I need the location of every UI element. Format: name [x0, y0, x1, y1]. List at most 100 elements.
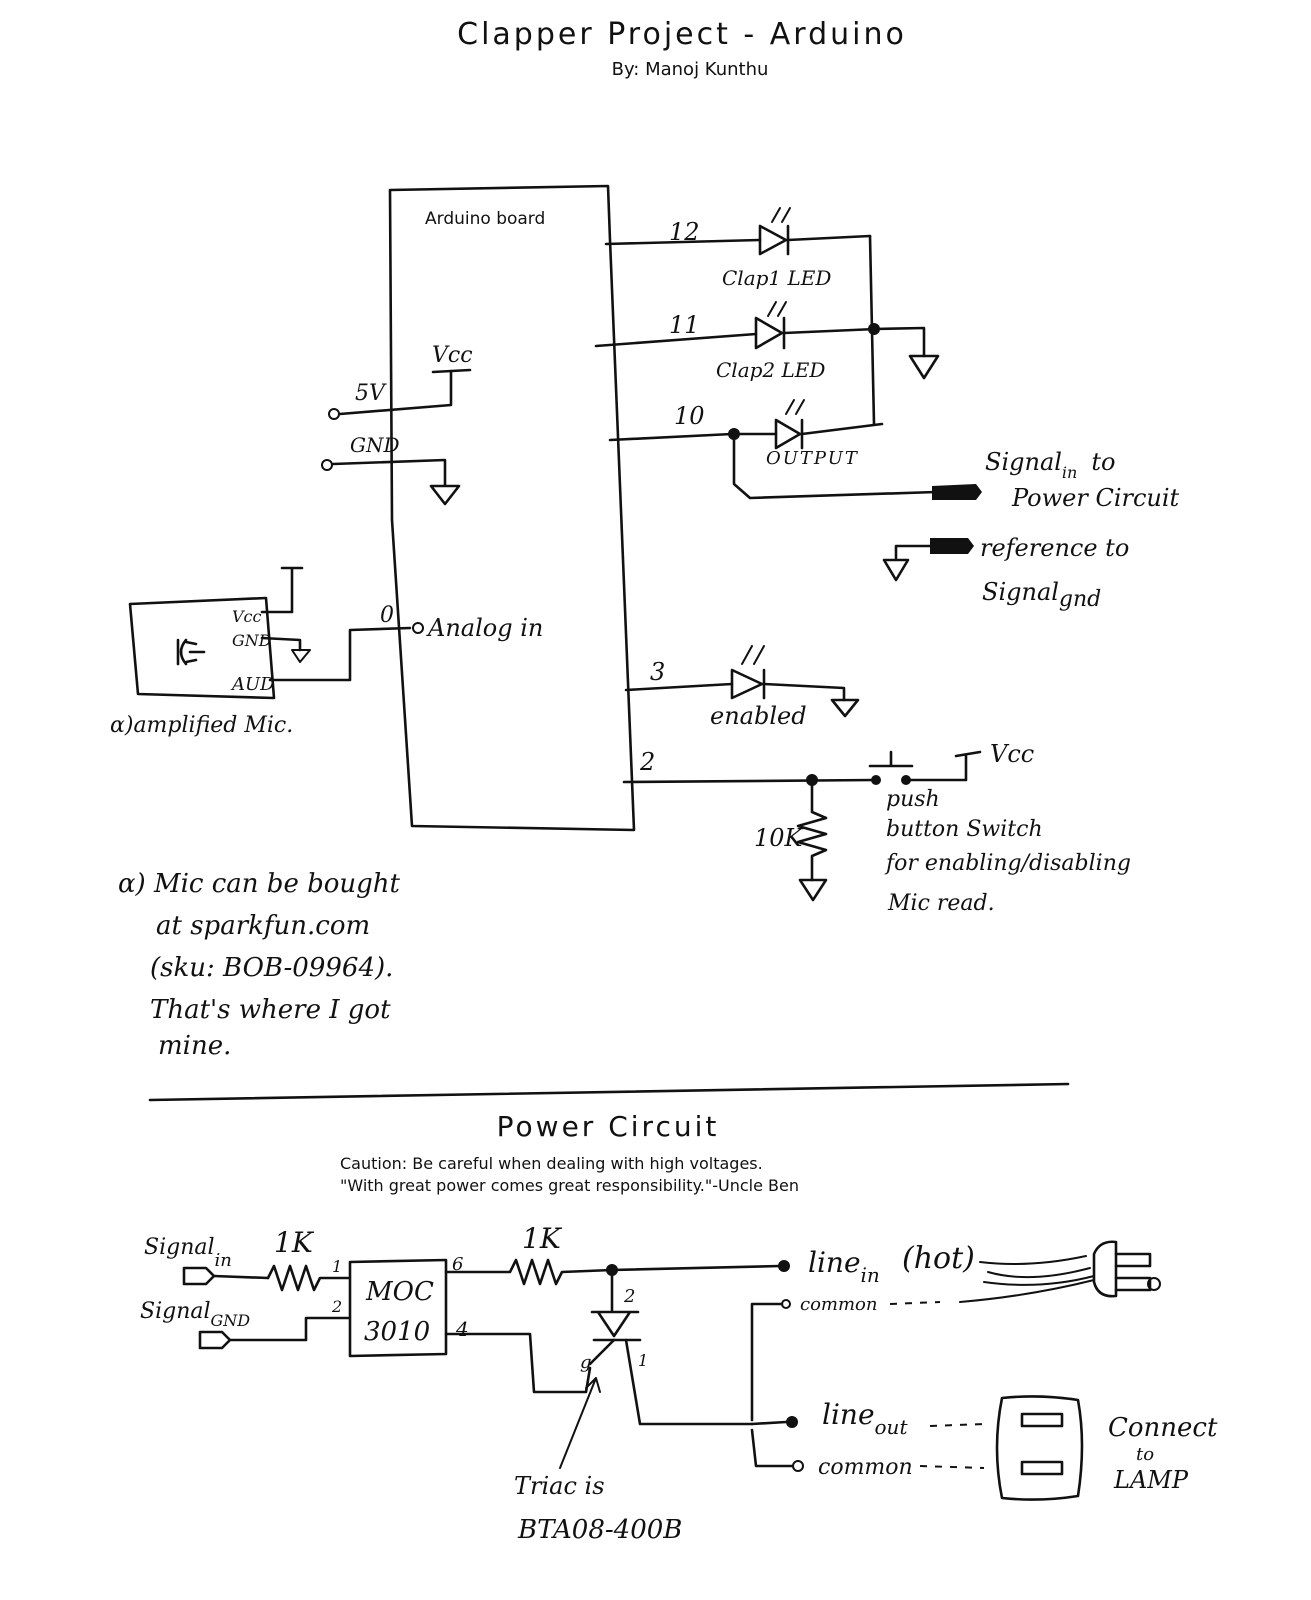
power-input-gnd: GND [321, 433, 461, 506]
triac-gate-label: g [580, 1352, 592, 1373]
hot-label: (hot) [902, 1241, 975, 1276]
note-line-2: at sparkfun.com [156, 911, 370, 941]
line-out-label: line [822, 1398, 875, 1431]
clap2-led-label: Clap2 LED [716, 358, 825, 382]
switch-desc-2: button Switch [886, 817, 1043, 842]
triac-pin1-label: 1 [638, 1351, 648, 1370]
amplified-mic-label: α)amplified Mic. [110, 713, 293, 738]
mic-aud-label: AUD [230, 674, 275, 695]
signal-gnd-label: Signal [982, 578, 1059, 606]
signal-gnd-jack [198, 1330, 232, 1350]
svg-text:lineout: lineout [822, 1398, 908, 1439]
author-line: By: Manoj Kunthu [612, 59, 769, 80]
moc-label-2: 3010 [364, 1317, 430, 1347]
mic-gnd-label: GND [232, 631, 272, 650]
section-divider [148, 1082, 1070, 1102]
common-1-label: common [800, 1294, 877, 1315]
svg-text:Signalin: Signalin [144, 1235, 232, 1271]
pin10-label: 10 [674, 402, 705, 430]
ground-symbol [291, 649, 311, 663]
led-output: 10 OUTPUT [608, 399, 884, 469]
power-circuit-title: Power Circuit [497, 1110, 720, 1143]
signal-reference: reference to Signalgnd [882, 534, 1129, 612]
ground-symbol [798, 878, 828, 902]
svg-text:Signalgnd: Signalgnd [982, 578, 1101, 612]
pin2-label: 2 [639, 748, 655, 776]
resistor-1k-gate: 1K [444, 1222, 618, 1286]
resistor-1k-input [266, 1264, 350, 1292]
5v-label: 5V [355, 381, 387, 406]
line-out: lineout [750, 1398, 985, 1439]
push-button-switch: 2 Vcc 10K push button Switch for enablin… [622, 740, 1131, 916]
signal-in-label: Signal [985, 448, 1062, 476]
common-1: common [750, 1279, 1095, 1422]
pin11-label: 11 [669, 311, 700, 339]
resistor-1k-gate-label: 1K [522, 1222, 563, 1255]
common-2: common [750, 1428, 985, 1480]
ground-symbol [830, 698, 860, 718]
line-in-label: line [808, 1246, 861, 1279]
resistor-10k-label: 10K [754, 824, 805, 852]
signal-connector-plug [932, 484, 982, 500]
note-line-1: α) Mic can be bought [118, 869, 401, 899]
led-ground-bus [868, 234, 940, 426]
enabled-led-label: enabled [710, 702, 807, 730]
reference-to-label: reference to [980, 534, 1129, 562]
triac-pointer-arrow [559, 1377, 601, 1469]
triac-is-label: Triac is [514, 1472, 605, 1500]
power-signal-in-label: Signal [144, 1235, 215, 1260]
led-clap2: 11 Clap2 LED [594, 301, 878, 382]
caution-line-1: Caution: Be careful when dealing with hi… [340, 1154, 763, 1173]
switch-desc-1: push [886, 787, 940, 812]
ground-symbol [908, 354, 940, 380]
switch-vcc-label: Vcc [990, 740, 1034, 768]
pin3-label: 3 [650, 658, 665, 686]
pin0-label: 0 [380, 603, 394, 628]
signal-in-jack [182, 1266, 216, 1286]
output-led-label: OUTPUT [766, 448, 859, 469]
microphone-icon [176, 638, 206, 666]
caution-line-2: "With great power comes great responsibi… [340, 1176, 799, 1195]
page-title: Clapper Project - Arduino [457, 17, 907, 52]
ground-symbol [429, 484, 461, 506]
led-clap1: 12 Clap1 LED [604, 207, 872, 290]
svg-text:linein: linein [808, 1246, 880, 1287]
analog-in-label: Analog in [426, 614, 543, 642]
switch-desc-3: for enabling/disabling [884, 851, 1131, 876]
ground-symbol [882, 558, 910, 582]
svg-text:SignalGND: SignalGND [140, 1299, 250, 1330]
ac-plug-icon [1092, 1240, 1161, 1298]
triac-part-label: BTA08-400B [517, 1515, 682, 1545]
note-line-4: That's where I got [150, 995, 391, 1025]
power-signal-gnd-label: Signal [140, 1299, 211, 1324]
connect-lamp-2: to [1136, 1444, 1154, 1465]
triac: 2 1 g Triac is BTA08-400B [444, 1268, 754, 1545]
moc-pin1-label: 1 [332, 1257, 342, 1276]
connect-lamp-3: LAMP [1113, 1466, 1189, 1494]
clap1-led-label: Clap1 LED [722, 266, 831, 290]
moc-pin2-label: 2 [331, 1297, 342, 1316]
switch-desc-4: Mic read. [887, 891, 995, 916]
gnd-label: GND [350, 433, 400, 457]
note-line-5: mine. [158, 1031, 231, 1061]
led-enabled: 3 enabled [624, 645, 860, 730]
moc3010-optocoupler: MOC 3010 6 4 [348, 1254, 469, 1358]
line-in-hot: linein (hot) [610, 1241, 1095, 1287]
arduino-board-label: Arduino board [425, 209, 545, 229]
note-line-3: (sku: BOB-09964). [150, 953, 393, 983]
resistor-1k-input-label: 1K [274, 1226, 315, 1259]
power-signal-inputs: Signalin 1K 1 SignalGND 2 [140, 1226, 350, 1350]
resistor-10k [796, 778, 828, 882]
reference-connector-plug [930, 538, 974, 554]
triac-pin2-label: 2 [623, 1286, 635, 1307]
common-2-label: common [818, 1455, 913, 1480]
power-input-5v: Vcc 5V [328, 343, 473, 420]
moc-pin4-label: 4 [455, 1317, 469, 1341]
vcc-label: Vcc [432, 343, 473, 368]
amplified-mic-module: Vcc GND AUD 0 Analog in α)amplified Mic. [110, 566, 543, 738]
connect-lamp-1: Connect [1108, 1413, 1218, 1443]
arduino-board: Arduino board [388, 184, 636, 832]
